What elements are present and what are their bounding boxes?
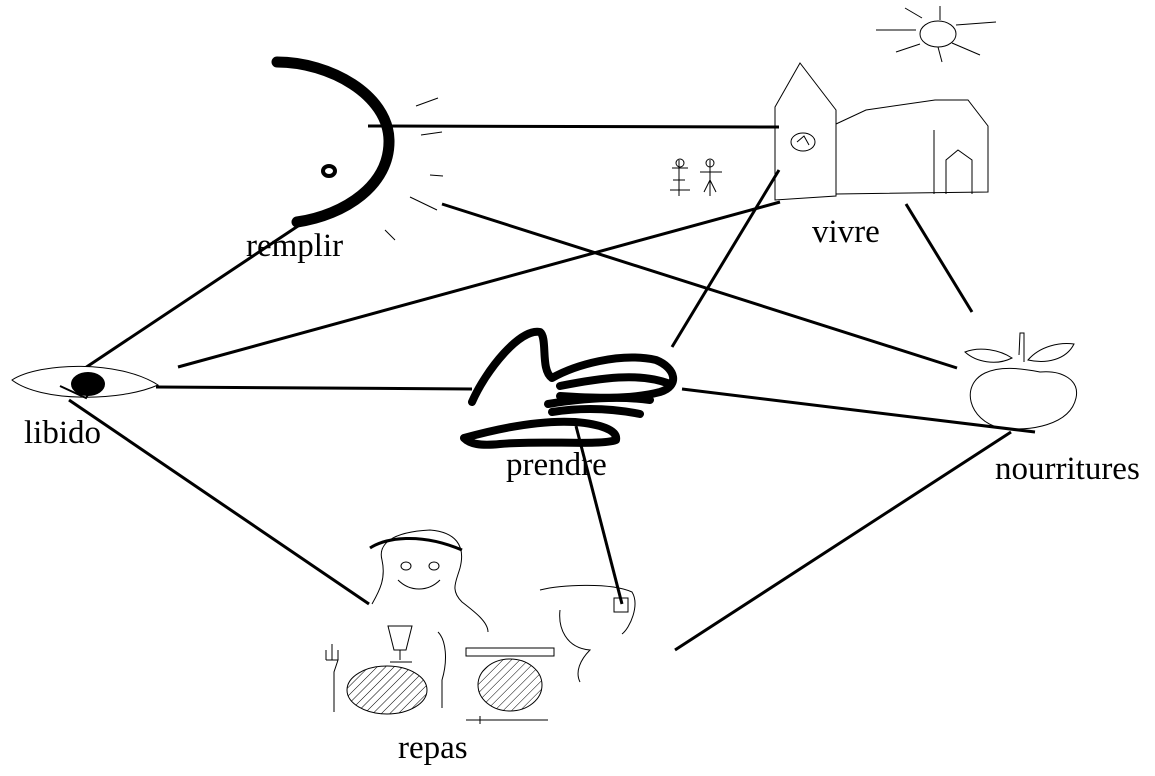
node-label-vivre: vivre xyxy=(812,214,880,250)
edge-remplir-nourritures xyxy=(441,202,958,370)
eye-icon xyxy=(11,365,160,400)
edge-vivre-nourritures xyxy=(904,203,974,313)
edge-vivre-libido xyxy=(177,200,781,369)
node-label-libido: libido xyxy=(24,415,102,451)
church-village-icon xyxy=(670,62,989,201)
edge-libido-prendre xyxy=(155,385,473,391)
edge-remplir-vivre xyxy=(367,124,780,129)
node-label-prendre: prendre xyxy=(506,447,607,483)
sun-icon xyxy=(876,6,997,63)
edge-prendre-repas xyxy=(574,425,624,605)
node-label-nourritures: nourritures xyxy=(995,451,1140,487)
edge-libido-repas xyxy=(68,398,370,606)
edge-lines xyxy=(68,124,1036,652)
edge-vivre-prendre xyxy=(670,169,781,348)
crescent-moon-icon xyxy=(271,56,444,241)
node-label-repas: repas xyxy=(398,730,468,766)
fruit-icon xyxy=(964,332,1078,430)
edge-nourritures-repas xyxy=(674,430,1012,652)
grabbing-hand-icon xyxy=(460,327,677,449)
edge-remplir-libido xyxy=(69,212,317,380)
edge-prendre-nourritures xyxy=(681,387,1036,434)
node-label-remplir: remplir xyxy=(246,228,344,264)
dining-table-icon xyxy=(325,529,636,724)
